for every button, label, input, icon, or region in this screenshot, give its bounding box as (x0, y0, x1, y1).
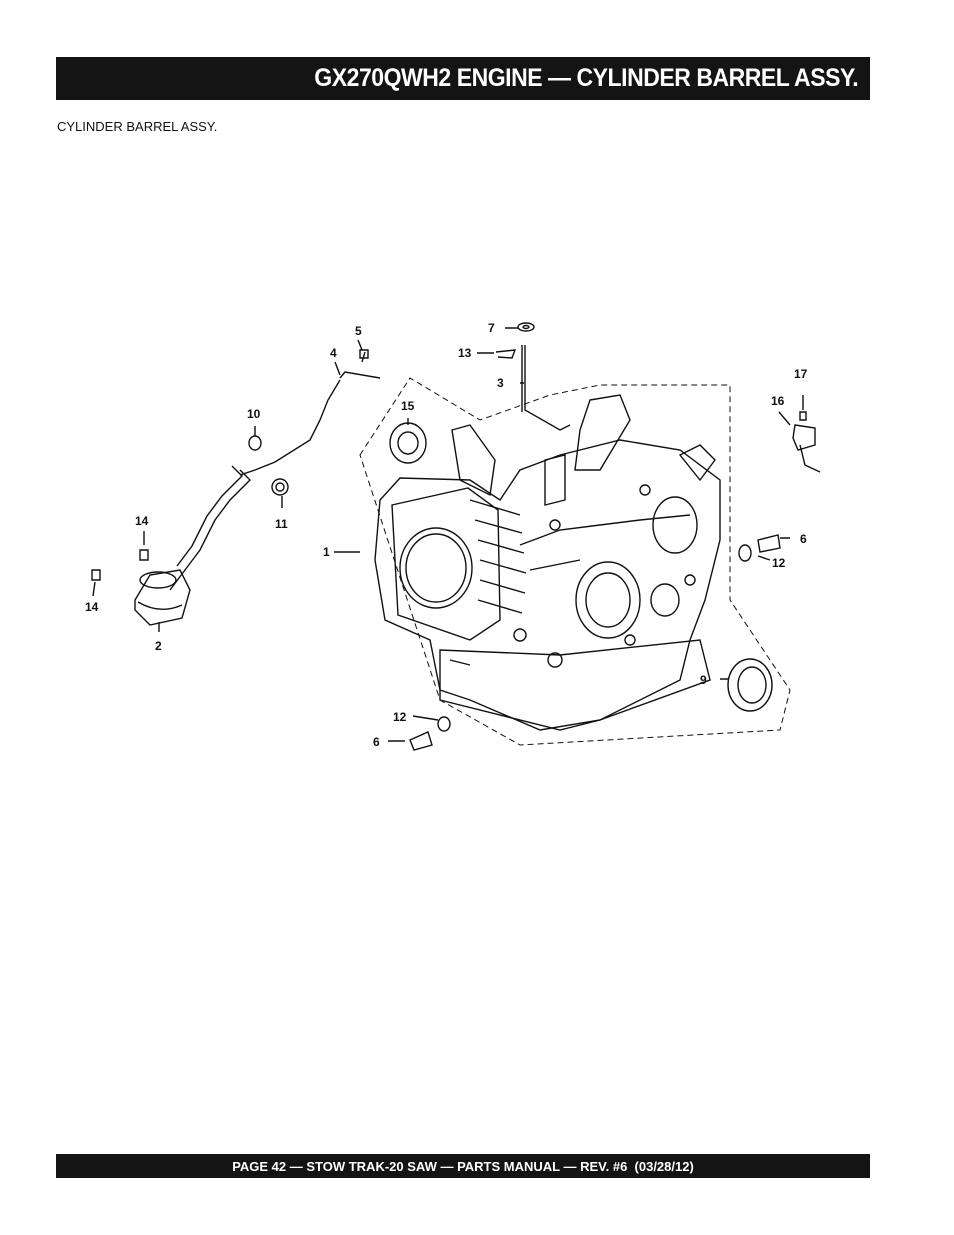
page-footer-bar: PAGE 42 — STOW TRAK-20 SAW — PARTS MANUA… (56, 1154, 870, 1178)
callout-14-top: 14 (135, 514, 149, 528)
crankcase-body (374, 394, 721, 731)
callout-7: 7 (488, 321, 495, 335)
oil-level-switch (792, 424, 821, 473)
page-title: GX270QWH2 ENGINE — CYLINDER BARREL ASSY. (314, 64, 858, 92)
washer (517, 322, 535, 332)
section-subtitle: CYLINDER BARREL ASSY. (57, 119, 218, 134)
callout-16: 16 (771, 394, 785, 408)
callout-10: 10 (247, 407, 261, 421)
ignition-coil (134, 465, 251, 626)
callout-4: 4 (330, 346, 337, 360)
callout-12-right: 12 (772, 556, 786, 570)
callout-17: 17 (794, 367, 808, 381)
callout-15: 15 (401, 399, 415, 413)
bearing (389, 422, 427, 464)
callout-9: 9 (700, 673, 707, 687)
callout-1: 1 (323, 545, 330, 559)
leader-lines (92, 327, 804, 742)
callout-13: 13 (458, 346, 472, 360)
callout-14-bottom: 14 (85, 600, 99, 614)
callout-5: 5 (355, 324, 362, 338)
callout-6-right: 6 (800, 532, 807, 546)
oil-seal (727, 658, 773, 712)
callout-12-bottom: 12 (393, 710, 407, 724)
clip (495, 349, 517, 359)
callout-3: 3 (497, 376, 504, 390)
page-title-bar: GX270QWH2 ENGINE — CYLINDER BARREL ASSY. (56, 57, 870, 100)
governor-arm (521, 345, 571, 431)
wire-harness (239, 351, 381, 476)
callout-6-bottom: 6 (373, 735, 380, 749)
page-footer-text: PAGE 42 — STOW TRAK-20 SAW — PARTS MANUA… (232, 1158, 694, 1174)
callout-11: 11 (275, 517, 288, 531)
callout-2: 2 (155, 639, 162, 653)
